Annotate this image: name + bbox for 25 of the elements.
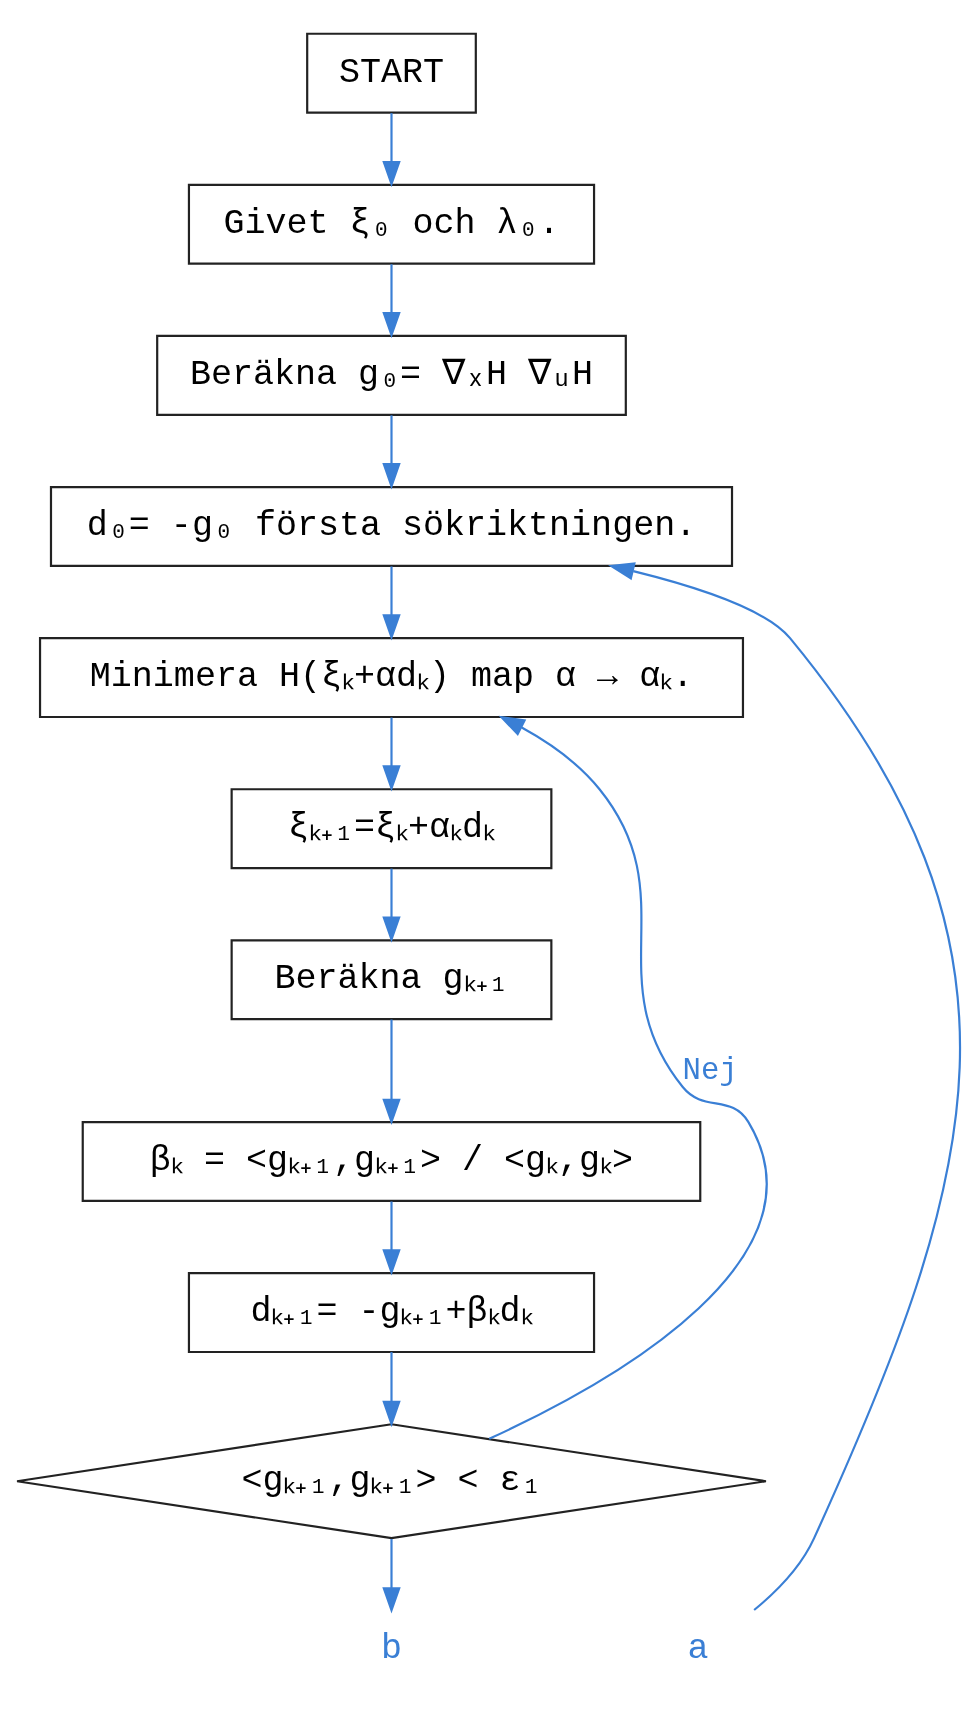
node-diamond: <gₖ₊₁,gₖ₊₁> < ε₁ [15, 1422, 768, 1539]
arrow [382, 1019, 401, 1125]
arrow [608, 561, 961, 1611]
node-box: Beräkna g₀= ∇ₓH ∇ᵤH [156, 334, 627, 416]
node-box: dₖ₊₁= -gₖ₊₁+βₖdₖ [187, 1271, 596, 1353]
node-box: ξₖ₊₁=ξₖ+αₖdₖ [230, 787, 553, 869]
node-box: d₀= -g₀ första sökriktningen. [49, 485, 734, 567]
arrow [382, 263, 401, 338]
node-box: START [306, 32, 477, 114]
arrow [488, 715, 768, 1440]
arrow [382, 1200, 401, 1276]
node-text: a [687, 1628, 709, 1669]
arrow [382, 565, 401, 640]
arrow [382, 112, 401, 187]
node-box: βₖ = <gₖ₊₁,gₖ₊₁> / <gₖ,gₖ> [81, 1120, 702, 1202]
node-text: b [380, 1628, 403, 1669]
arrow [382, 414, 401, 489]
node-box: Givet ξ₀ och λ₀. [187, 183, 596, 265]
arrow [382, 1538, 401, 1613]
edge-label: Nej [682, 1052, 738, 1088]
node-box: Beräkna gₖ₊₁ [230, 938, 553, 1020]
arrow [382, 717, 401, 792]
arrow [382, 1351, 401, 1427]
arrow [382, 868, 401, 943]
node-box: Minimera H(ξₖ+αdₖ) map α → αₖ. [38, 636, 745, 718]
